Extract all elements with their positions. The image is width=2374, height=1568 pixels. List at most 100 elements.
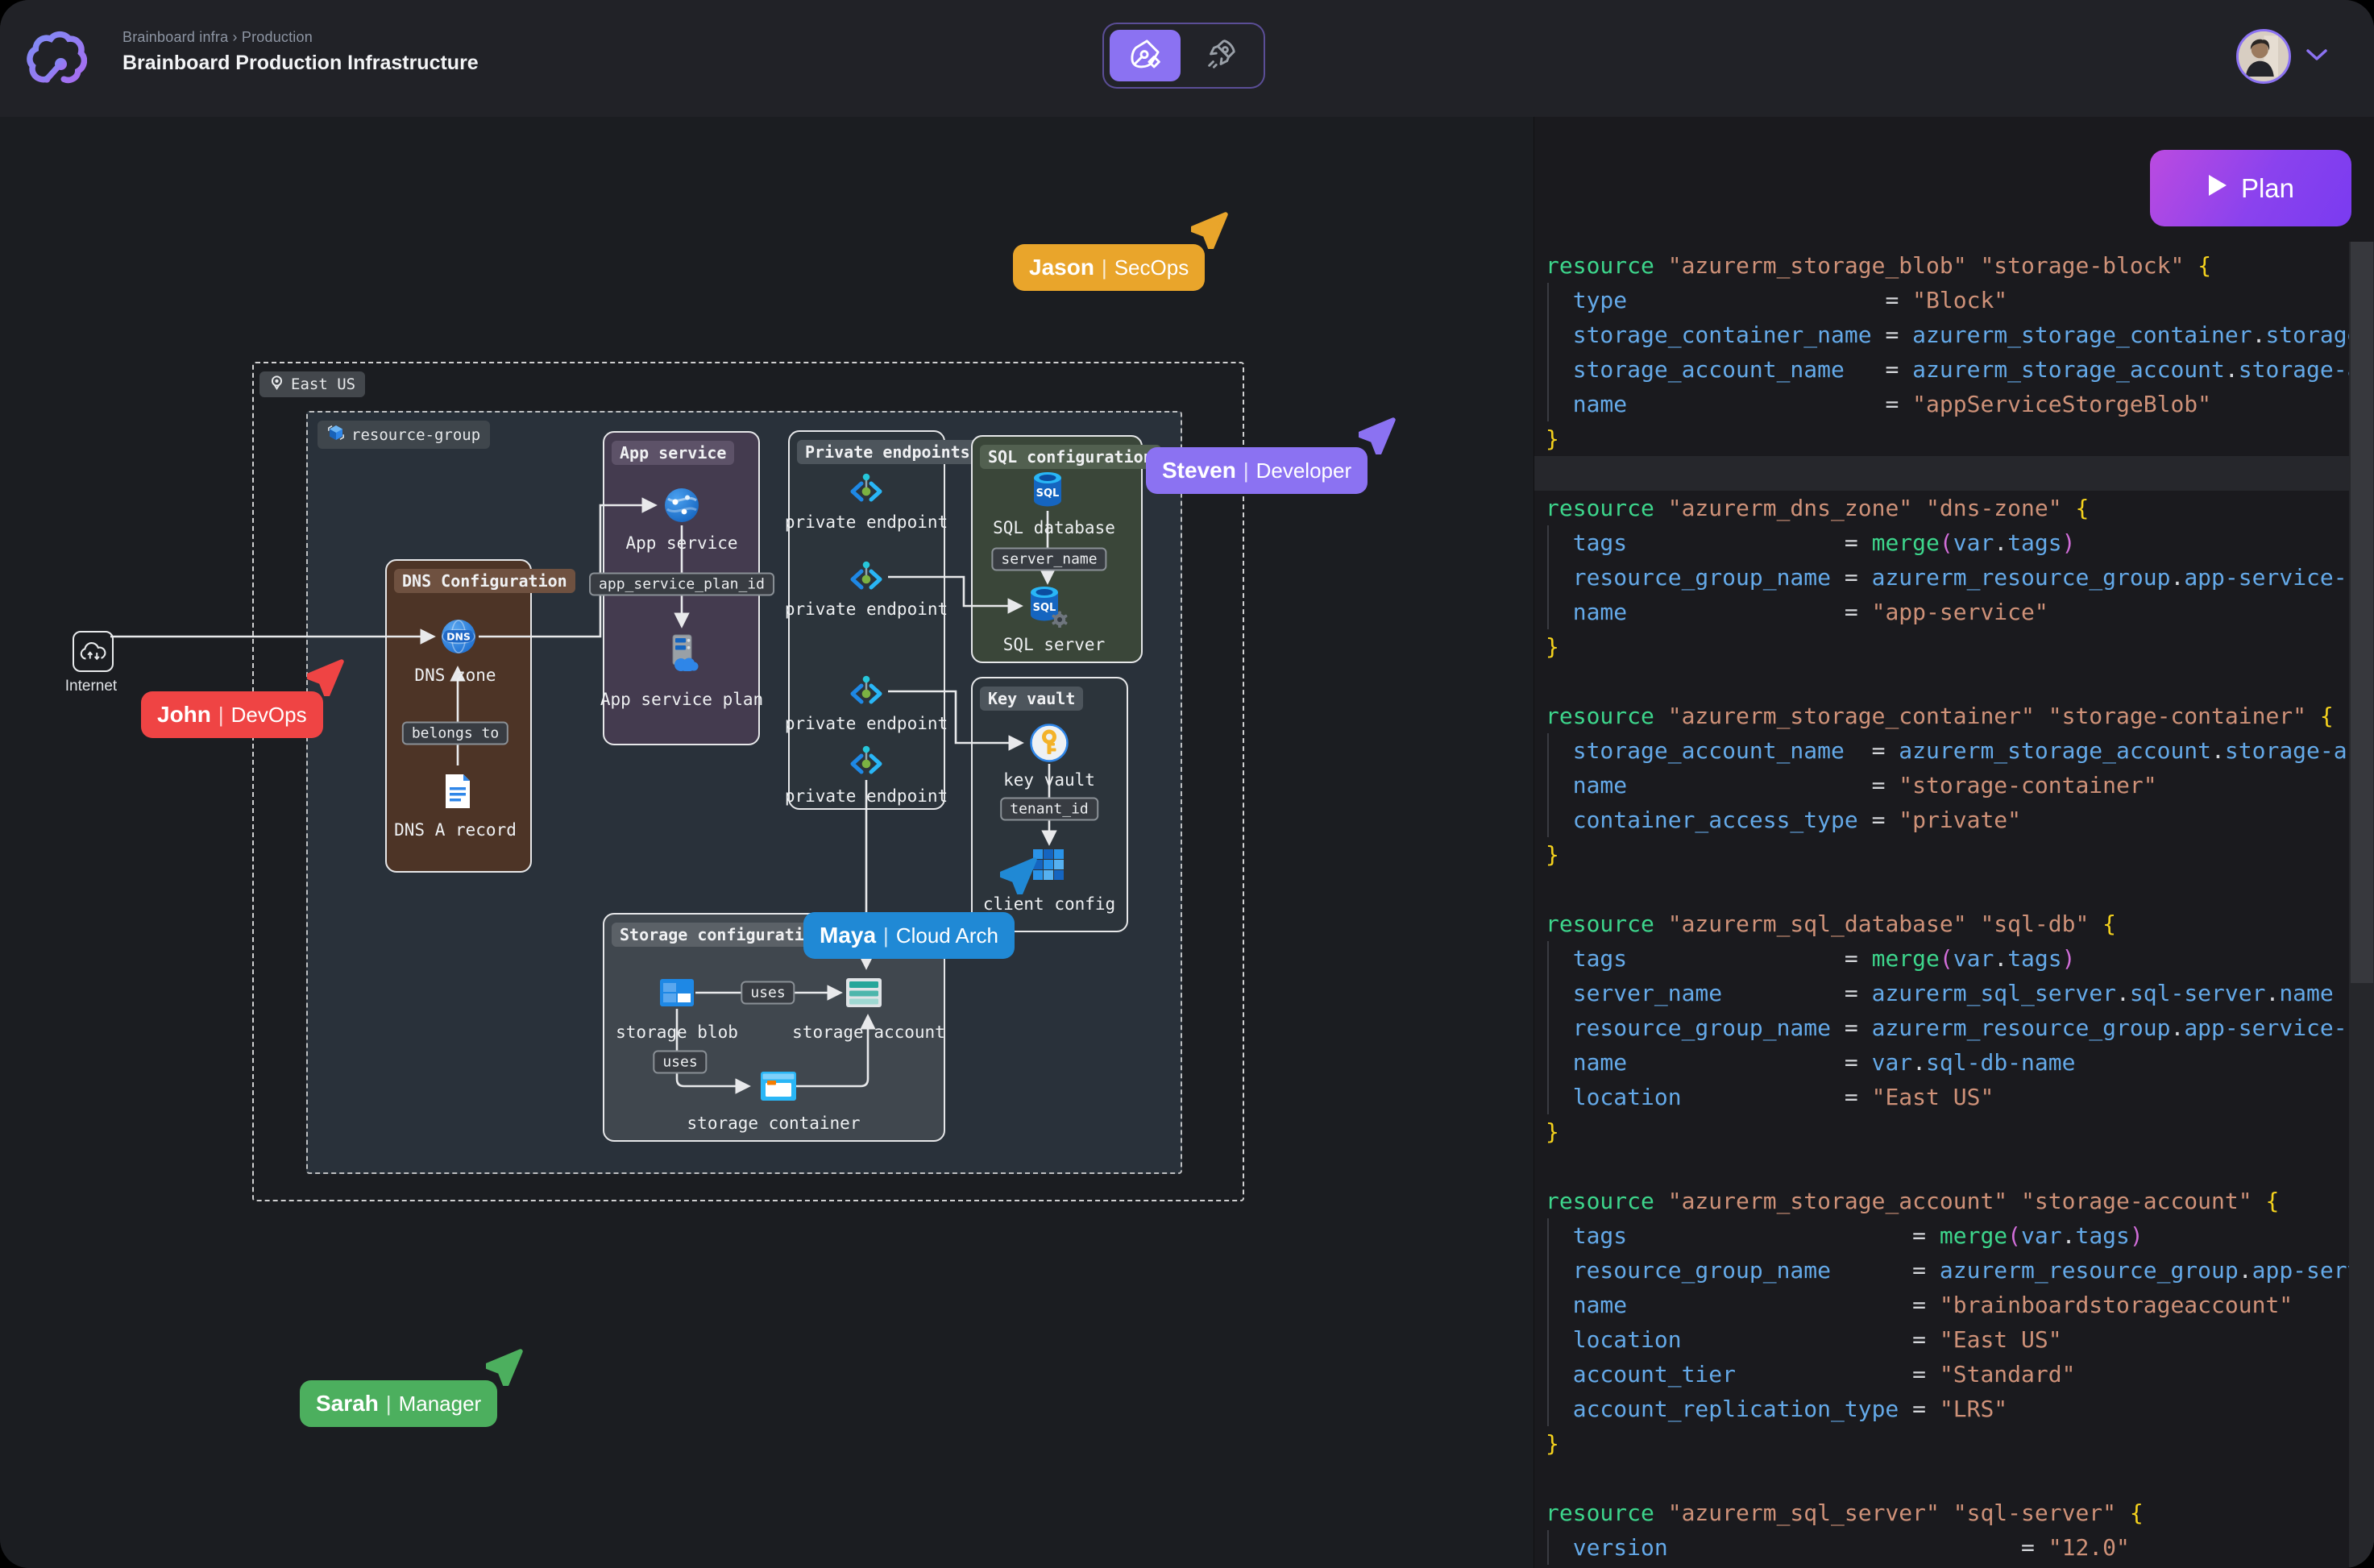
code-line-16[interactable]: container_access_type = "private" <box>1534 803 2374 837</box>
node-label-sql-server: SQL server <box>1003 635 1105 654</box>
node-internet[interactable] <box>73 631 114 672</box>
group-title-sql-configuration: SQL configuration <box>980 445 1161 469</box>
code-line-3[interactable]: storage_account_name = azurerm_storage_a… <box>1534 352 2374 387</box>
code-line-33[interactable]: account_replication_type = "LRS" <box>1534 1392 2374 1426</box>
code-line-9[interactable]: resource_group_name = azurerm_resource_g… <box>1534 560 2374 595</box>
breadcrumb[interactable]: Brainboard infra › Production <box>122 29 313 46</box>
code-line-0[interactable]: resource "azurerm_storage_blob" "storage… <box>1534 248 2374 283</box>
node-label-dns-zone: DNS zone <box>414 666 496 685</box>
collaborator-badge-john: John | DevOps <box>141 691 323 738</box>
collaborator-role: DevOps <box>231 703 307 728</box>
globe-dns-icon: DNS <box>440 618 477 655</box>
group-title-key-vault: Key vault <box>980 687 1083 711</box>
code-line-13[interactable]: resource "azurerm_storage_container" "st… <box>1534 699 2374 733</box>
code-line-34[interactable]: } <box>1534 1426 2374 1461</box>
node-label-private-endpoint-4: private endpoint <box>785 786 948 806</box>
brainboard-logo <box>23 26 87 94</box>
code-line-22[interactable]: resource_group_name = azurerm_resource_g… <box>1534 1010 2374 1045</box>
diagram-canvas[interactable]: East US resource-group DNS Configuration… <box>0 117 1534 1568</box>
svg-text:SQL: SQL <box>1036 487 1060 500</box>
code-line-6[interactable] <box>1534 456 2374 491</box>
rocket-icon <box>1202 35 1239 77</box>
code-line-11[interactable]: } <box>1534 629 2374 664</box>
code-line-12[interactable] <box>1534 664 2374 699</box>
code-line-30[interactable]: name = "brainboardstorageaccount" <box>1534 1288 2374 1322</box>
code-panel: Plan resource "azurerm_storage_blob" "st… <box>1534 117 2374 1568</box>
server-cloud-icon <box>662 633 701 672</box>
code-line-20[interactable]: tags = merge(var.tags) <box>1534 941 2374 976</box>
header: Brainboard infra › Production Brainboard… <box>0 0 2374 118</box>
code-line-24[interactable]: location = "East US" <box>1534 1080 2374 1114</box>
code-line-37[interactable]: version = "12.0" <box>1534 1530 2374 1565</box>
code-line-1[interactable]: type = "Block" <box>1534 283 2374 317</box>
code-line-19[interactable]: resource "azurerm_sql_database" "sql-db"… <box>1534 906 2374 941</box>
cursor-icon-jason <box>1191 205 1235 249</box>
pen-tool-icon <box>1127 35 1164 77</box>
code-line-27[interactable]: resource "azurerm_storage_account" "stor… <box>1534 1184 2374 1218</box>
rocket-tool-button[interactable] <box>1185 30 1256 81</box>
node-label-storage-account: storage account <box>792 1023 945 1042</box>
collaborator-name: Sarah <box>316 1391 379 1417</box>
play-icon <box>2207 173 2228 204</box>
code-line-32[interactable]: account_tier = "Standard" <box>1534 1357 2374 1392</box>
node-label-storage-container: storage container <box>687 1114 861 1133</box>
code-line-23[interactable]: name = var.sql-db-name <box>1534 1045 2374 1080</box>
cloud-internet-icon <box>79 641 108 662</box>
node-label-storage-blob: storage blob <box>616 1023 738 1042</box>
node-label-private-endpoint-2: private endpoint <box>785 599 948 619</box>
private-endpoint-icon <box>848 561 885 593</box>
avatar[interactable] <box>2236 29 2291 84</box>
collaborator-name: Steven <box>1162 458 1236 483</box>
collaborator-role: Manager <box>399 1392 482 1417</box>
resource-group-badge[interactable]: resource-group <box>318 421 490 449</box>
code-line-15[interactable]: name = "storage-container" <box>1534 768 2374 803</box>
code-scrollbar[interactable] <box>2349 242 2374 1568</box>
storage-account-icon <box>846 978 882 1007</box>
storage-container-icon <box>761 1072 796 1101</box>
edge-label-belongs-to: belongs to <box>402 722 508 745</box>
collaborator-separator: | <box>883 923 889 948</box>
collaborator-role: SecOps <box>1114 255 1189 280</box>
code-line-18[interactable] <box>1534 872 2374 906</box>
code-line-21[interactable]: server_name = azurerm_sql_server.sql-ser… <box>1534 976 2374 1010</box>
edge-label-uses-2: uses <box>653 1051 707 1074</box>
document-icon <box>442 773 473 810</box>
plan-button[interactable]: Plan <box>2150 150 2351 226</box>
edge-label-server-name: server_name <box>991 548 1106 571</box>
code-line-14[interactable]: storage_account_name = azurerm_storage_a… <box>1534 733 2374 768</box>
code-editor[interactable]: resource "azurerm_storage_blob" "storage… <box>1534 248 2374 1565</box>
code-line-35[interactable] <box>1534 1461 2374 1495</box>
svg-text:DNS: DNS <box>446 631 471 643</box>
pen-tool-button[interactable] <box>1110 30 1181 81</box>
plan-button-label: Plan <box>2241 173 2294 204</box>
code-line-2[interactable]: storage_container_name = azurerm_storage… <box>1534 317 2374 352</box>
node-label-private-endpoint-1: private endpoint <box>785 512 948 532</box>
code-line-36[interactable]: resource "azurerm_sql_server" "sql-serve… <box>1534 1495 2374 1530</box>
node-label-internet: Internet <box>65 678 117 695</box>
code-line-31[interactable]: location = "East US" <box>1534 1322 2374 1357</box>
code-line-10[interactable]: name = "app-service" <box>1534 595 2374 629</box>
page-title: Brainboard Production Infrastructure <box>122 52 479 75</box>
collaborator-name: John <box>157 702 211 728</box>
code-line-25[interactable]: } <box>1534 1114 2374 1149</box>
cube-icon <box>327 424 345 446</box>
code-line-8[interactable]: tags = merge(var.tags) <box>1534 525 2374 560</box>
collaborator-separator: | <box>386 1392 392 1417</box>
collaborator-separator: | <box>218 703 224 728</box>
sql-db-icon: SQL <box>1030 470 1065 510</box>
code-line-4[interactable]: name = "appServiceStorgeBlob" <box>1534 387 2374 421</box>
scrollbar-thumb[interactable] <box>2351 242 2373 983</box>
code-line-7[interactable]: resource "azurerm_dns_zone" "dns-zone" { <box>1534 491 2374 525</box>
storage-blob-icon <box>660 979 694 1006</box>
code-line-28[interactable]: tags = merge(var.tags) <box>1534 1218 2374 1253</box>
code-line-26[interactable] <box>1534 1149 2374 1184</box>
toolbar <box>1102 23 1265 89</box>
chevron-down-icon[interactable] <box>2306 48 2328 66</box>
region-badge[interactable]: East US <box>259 371 365 397</box>
key-vault-icon <box>1029 723 1069 763</box>
code-line-5[interactable]: } <box>1534 421 2374 456</box>
code-line-17[interactable]: } <box>1534 837 2374 872</box>
code-line-29[interactable]: resource_group_name = azurerm_resource_g… <box>1534 1253 2374 1288</box>
edge-label-app-service-plan-id: app_service_plan_id <box>589 573 774 596</box>
group-title-private-endpoints: Private endpoints <box>797 440 978 464</box>
